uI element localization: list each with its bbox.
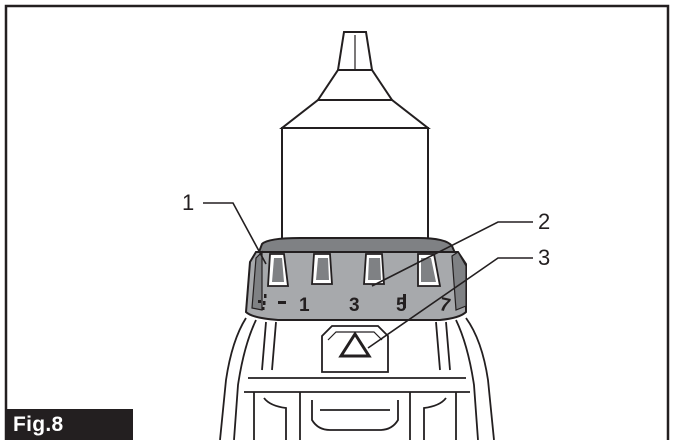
callout-3: 3 xyxy=(538,245,550,270)
chuck-nose xyxy=(316,69,394,101)
ring-mark-5: 5 xyxy=(396,295,407,316)
callout-1: 1 xyxy=(182,190,194,215)
figure-label: Fig.8 xyxy=(6,409,133,440)
callout-2-leader xyxy=(371,221,533,287)
drill-mode-symbol xyxy=(258,294,267,310)
figure-border xyxy=(4,4,670,440)
chuck-body xyxy=(281,127,429,245)
chuck-cone xyxy=(279,99,431,129)
callout-1-leader xyxy=(203,202,267,265)
ring-mark-3: 3 xyxy=(349,295,360,316)
drill-housing xyxy=(219,317,495,441)
ring-ridge-shading xyxy=(272,258,436,282)
ring-dash-mark xyxy=(278,301,286,304)
ring-mark-7: 7 xyxy=(438,294,453,317)
adjusting-ring xyxy=(244,251,467,321)
callout-3-leader xyxy=(367,257,533,349)
ring-mark-1: 1 xyxy=(299,295,310,316)
ring-tick-mark xyxy=(403,294,406,308)
arrow-indicator xyxy=(338,331,372,358)
callout-2: 2 xyxy=(538,209,550,234)
